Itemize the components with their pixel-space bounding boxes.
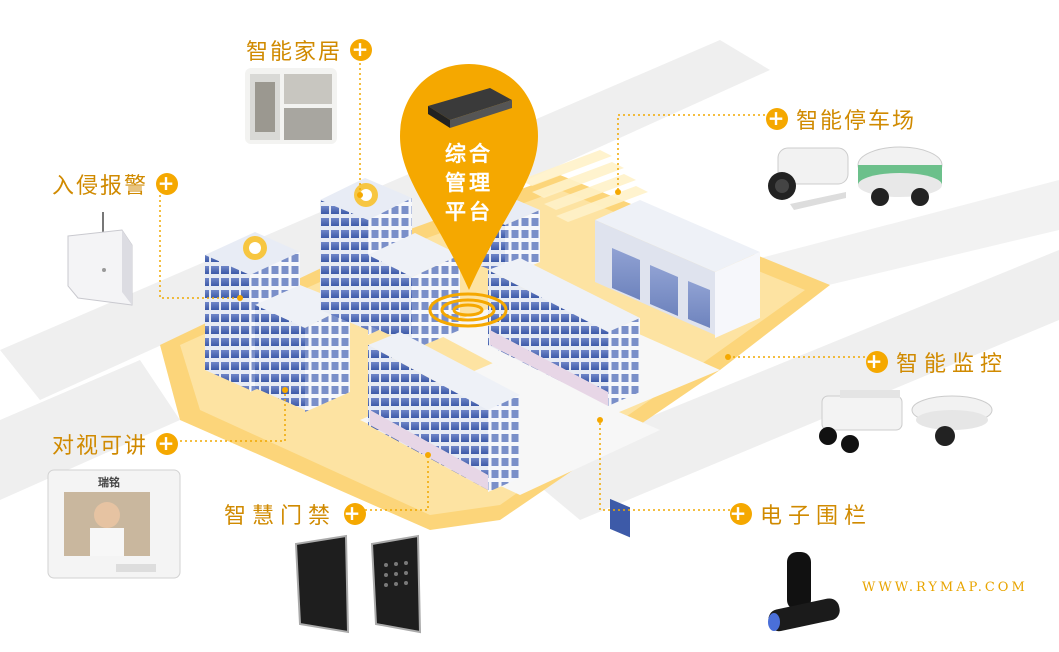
platform-line-3: 平台 xyxy=(445,200,493,224)
label-electronic-fence[interactable]: 电子围栏 xyxy=(730,498,872,530)
smart-home-photo xyxy=(245,68,337,144)
access-readers xyxy=(294,534,422,634)
smart-parking-text: 智能停车场 xyxy=(796,109,917,134)
label-smart-monitoring[interactable]: 智能监控 xyxy=(866,346,1008,378)
plus-icon xyxy=(730,503,752,525)
long-building-b xyxy=(368,332,520,492)
electronic-fence-text: 电子围栏 xyxy=(760,504,873,529)
platform-line-2: 管理 xyxy=(445,171,493,195)
plus-icon xyxy=(344,503,367,525)
label-smart-parking[interactable]: 智能停车场 xyxy=(766,103,916,135)
platform-pin-icon xyxy=(400,64,538,290)
dome-camera-monitor xyxy=(911,395,993,446)
smart-access-text: 智慧门禁 xyxy=(224,504,337,529)
alarm-panel xyxy=(67,212,133,306)
label-smart-access[interactable]: 智慧门禁 xyxy=(224,498,367,530)
label-intrusion-alarm[interactable]: 入侵报警 xyxy=(52,168,179,200)
smart-monitoring-text: 智能监控 xyxy=(896,352,1009,377)
intrusion-alarm-text: 入侵报警 xyxy=(52,174,149,199)
dome-camera-parking xyxy=(857,146,943,206)
connector-lines xyxy=(159,58,870,511)
video-intercom-text: 对视可讲 xyxy=(52,434,149,459)
intercom-monitor xyxy=(47,469,181,579)
intercom-brand: 瑞铭 xyxy=(98,476,120,489)
bullet-camera-monitor xyxy=(819,390,903,453)
plus-icon xyxy=(866,351,888,373)
website-watermark: WWW.RYMAP.COM xyxy=(862,580,1028,595)
plus-icon xyxy=(766,108,788,130)
long-building-a xyxy=(488,258,640,406)
parking-building xyxy=(595,200,760,538)
plus-icon xyxy=(156,173,179,195)
plus-icon xyxy=(156,433,179,455)
tower-left xyxy=(205,232,350,412)
label-video-intercom[interactable]: 对视可讲 xyxy=(52,428,179,460)
smart-home-text: 智能家居 xyxy=(246,40,343,65)
plus-icon xyxy=(350,39,373,61)
signal-rings xyxy=(428,292,508,328)
platform-line-1: 综合 xyxy=(445,142,493,166)
bullet-camera-parking xyxy=(768,147,849,210)
label-smart-home[interactable]: 智能家居 xyxy=(246,34,373,66)
platform-title: 综合 管理 平台 xyxy=(398,140,540,227)
fence-detectors xyxy=(768,552,840,632)
